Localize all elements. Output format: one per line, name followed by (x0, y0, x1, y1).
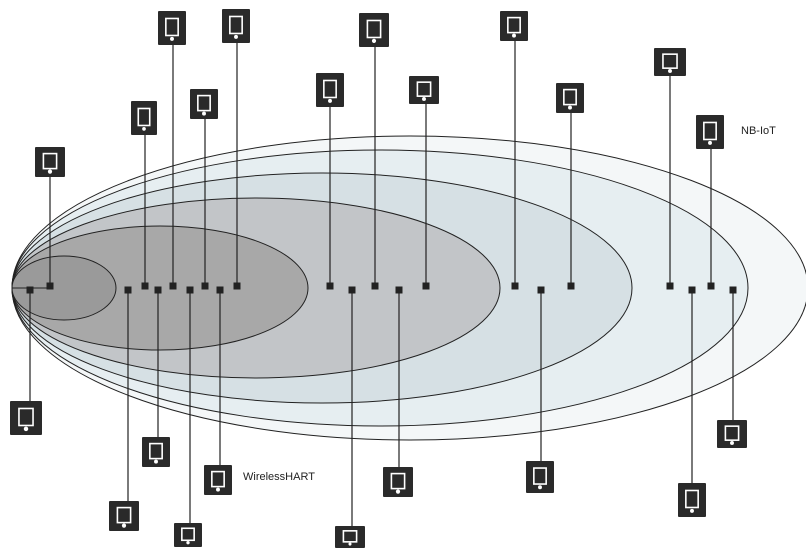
security-camera-icon (654, 48, 686, 76)
industrial-gears-icon (174, 523, 202, 547)
pressure-gauge-icon (335, 526, 365, 548)
smartwatch-icon (142, 437, 170, 467)
cell-tower-icon (526, 461, 554, 493)
node-marker (422, 282, 430, 290)
range-zones (11, 135, 806, 441)
node-marker (567, 282, 575, 290)
connector-lines (12, 41, 737, 526)
node-marker (169, 282, 177, 290)
building-ventilation-icon (35, 147, 65, 177)
node-marker (186, 286, 194, 294)
router-modem-icon (383, 467, 413, 497)
node-marker (666, 282, 674, 290)
node-marker (707, 282, 715, 290)
node-marker (326, 282, 334, 290)
network-switch-icon (409, 76, 439, 104)
door-lock-panel-icon (158, 11, 186, 45)
node-marker (511, 282, 519, 290)
node-marker (537, 286, 545, 294)
node-marker (124, 286, 132, 294)
smart-parking-icon (500, 11, 528, 41)
nb-iot-label: NB-IoT (741, 125, 776, 137)
node-marker (26, 286, 34, 294)
device-icons (10, 9, 747, 548)
node-marker (688, 286, 696, 294)
connected-car-icon (717, 420, 747, 448)
smart-bulb-icon (222, 9, 250, 43)
wirelesshart-label: WirelessHART (243, 471, 315, 483)
node-marker (371, 282, 379, 290)
wifi-router-icon (359, 13, 389, 47)
nb-iot-tower-icon (696, 115, 724, 149)
wireless-lock-icon (316, 73, 344, 107)
pipeline-sensor-icon (556, 83, 584, 113)
node-marker (348, 286, 356, 294)
node-marker (141, 282, 149, 290)
node-marker (395, 286, 403, 294)
node-marker (216, 286, 224, 294)
node-marker (46, 282, 54, 290)
wirelesshart-icon (204, 465, 232, 495)
base-station-icon (678, 483, 706, 517)
node-marker (201, 282, 209, 290)
documents-chart-icon (10, 401, 42, 435)
gas-meter-icon (190, 89, 218, 119)
node-marker (233, 282, 241, 290)
mobile-phone-icon (131, 101, 157, 135)
node-marker (154, 286, 162, 294)
wireless-sensor-icon (109, 501, 139, 531)
node-marker (729, 286, 737, 294)
